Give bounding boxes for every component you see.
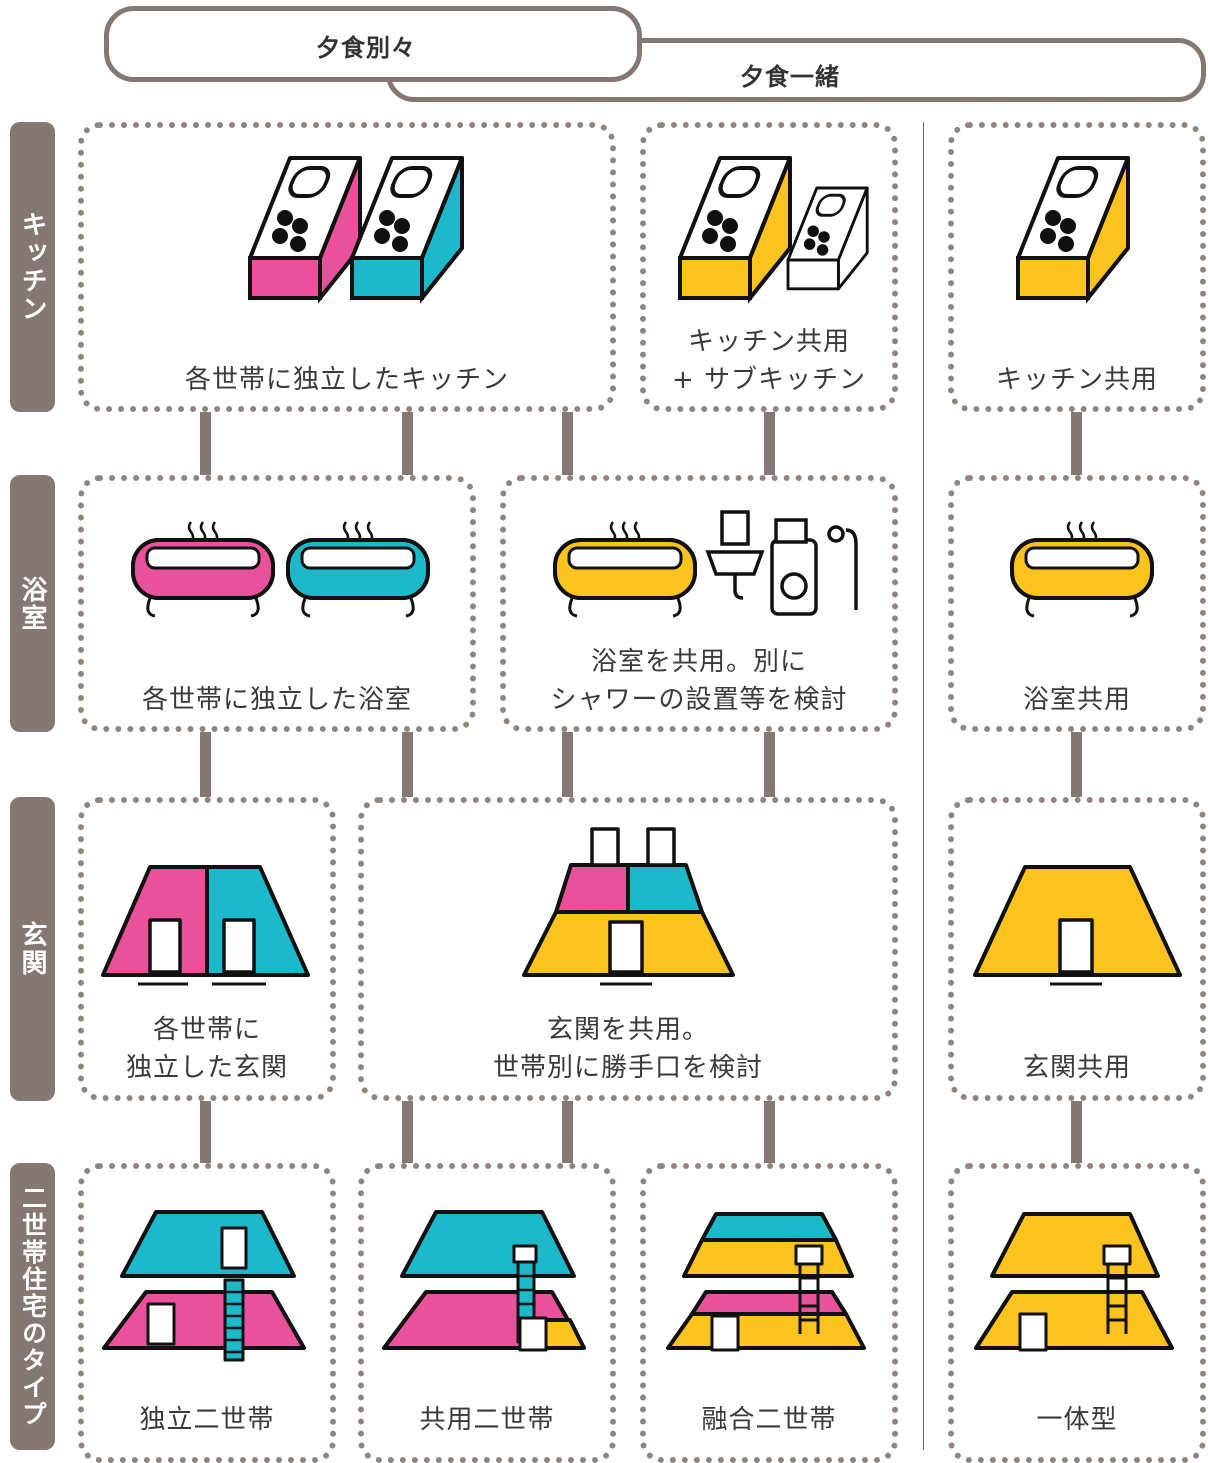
connector — [562, 1098, 573, 1166]
entrance-shared-back-caption-2: 世帯別に勝手口を検討 — [492, 1053, 763, 1083]
entrance-separate-caption-1: 各世帯に — [152, 1015, 261, 1045]
bath-shared-shower-box: 浴室を共用。別に シャワーの設置等を検討 — [500, 475, 898, 732]
bath-separate-box: 各世帯に独立した浴室 — [78, 475, 476, 732]
connector — [764, 730, 775, 800]
row-label-bath: 浴室 — [10, 475, 55, 732]
row-label-entrance: 玄関 — [10, 797, 55, 1101]
connector — [562, 410, 573, 478]
bath-shared-box: 浴室共用 — [948, 475, 1206, 732]
connector — [1071, 410, 1082, 478]
type-independent-caption: 独立二世帯 — [139, 1405, 275, 1435]
type-unified-caption: 一体型 — [1036, 1405, 1118, 1435]
column-divider — [923, 122, 924, 1450]
type-fused-caption: 融合二世帯 — [701, 1405, 837, 1435]
type-shared-caption: 共用二世帯 — [419, 1405, 555, 1435]
connector — [562, 730, 573, 800]
kitchen-shared-sub-caption-1: キッチン共用 — [687, 327, 850, 357]
bath-shared-shower-caption-1: 浴室を共用。別に — [590, 647, 807, 677]
kitchen-separate-caption: 各世帯に独立したキッチン — [184, 365, 509, 395]
connector — [200, 1098, 211, 1166]
connector — [200, 730, 211, 800]
connector — [402, 1098, 413, 1166]
row-label-house-type: 二世帯住宅のタイプ — [10, 1163, 55, 1450]
kitchen-shared-sub-caption-2: + サブキッチン — [671, 365, 867, 395]
connector — [402, 410, 413, 478]
tab-dinner-together-label: 夕食一緒 — [740, 63, 840, 91]
bath-separate-caption: 各世帯に独立した浴室 — [141, 685, 412, 715]
entrance-shared-back-caption-1: 玄関を共用。 — [546, 1015, 709, 1045]
tab-dinner-separate-label: 夕食別々 — [316, 34, 416, 62]
entrance-shared-caption: 玄関共用 — [1022, 1053, 1131, 1083]
tab-dinner-separate — [104, 6, 642, 82]
row-label-kitchen: キッチン — [10, 122, 55, 412]
connector — [200, 410, 211, 478]
kitchen-shared-caption: キッチン共用 — [995, 365, 1158, 395]
bath-shared-caption: 浴室共用 — [1022, 685, 1131, 715]
entrance-separate-caption-2: 独立した玄関 — [125, 1053, 288, 1083]
connector — [1071, 730, 1082, 800]
connector — [1071, 1098, 1082, 1166]
connector — [764, 1098, 775, 1166]
bath-shared-shower-caption-2: シャワーの設置等を検討 — [550, 685, 848, 715]
connector — [402, 730, 413, 800]
connector — [764, 410, 775, 478]
